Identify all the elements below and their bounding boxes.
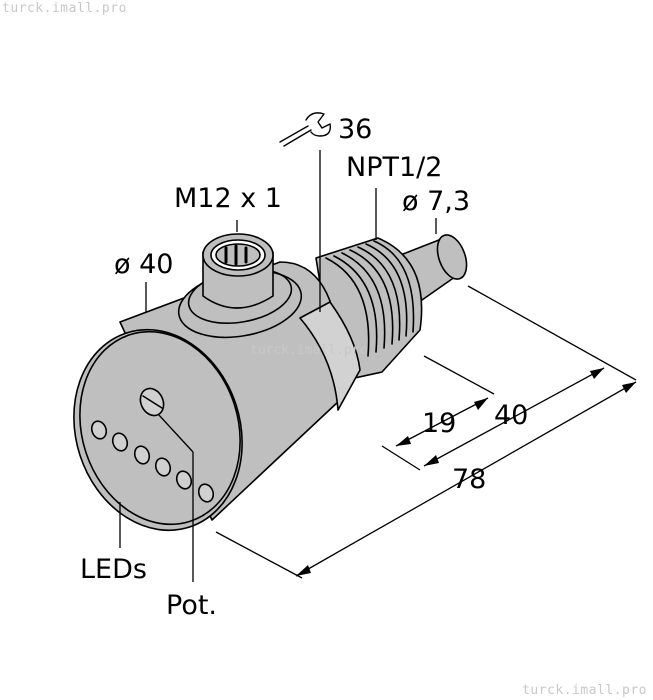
arrowheads	[296, 368, 636, 576]
led-row	[90, 420, 215, 503]
watermark-center: turck.imall.pro	[250, 343, 367, 358]
ext-front-face	[215, 531, 303, 579]
wrench-icon	[279, 112, 331, 147]
watermark-top: turck.imall.pro	[2, 1, 127, 16]
dim-19-line	[395, 397, 489, 447]
ext-body-edge	[381, 445, 421, 471]
pot-label: Pot.	[166, 590, 217, 621]
leds-label: LEDs	[80, 554, 147, 585]
potentiometer	[139, 387, 165, 417]
leader-pot-a	[157, 413, 194, 453]
dimension-lines	[119, 150, 637, 582]
dim-19-label: 19	[422, 408, 456, 439]
sensor-body	[73, 261, 341, 532]
dim-40-line	[423, 367, 605, 467]
dim-78-line	[295, 381, 637, 577]
watermark-bottom: turck.imall.pro	[522, 683, 647, 698]
dim-40-label: 40	[494, 400, 528, 431]
wrench-size-label: 36	[338, 114, 372, 145]
hex-flat	[299, 301, 361, 411]
thread-label: NPT1/2	[346, 152, 442, 183]
body-diameter-label: ø 40	[114, 249, 173, 280]
m12-connector	[177, 233, 303, 339]
ext-probe-tip	[467, 285, 637, 381]
probe-diameter-label: ø 7,3	[402, 186, 470, 217]
connector-label: M12 x 1	[174, 183, 282, 214]
dim-78-label: 78	[452, 464, 486, 495]
ext-thread-end	[423, 355, 495, 395]
